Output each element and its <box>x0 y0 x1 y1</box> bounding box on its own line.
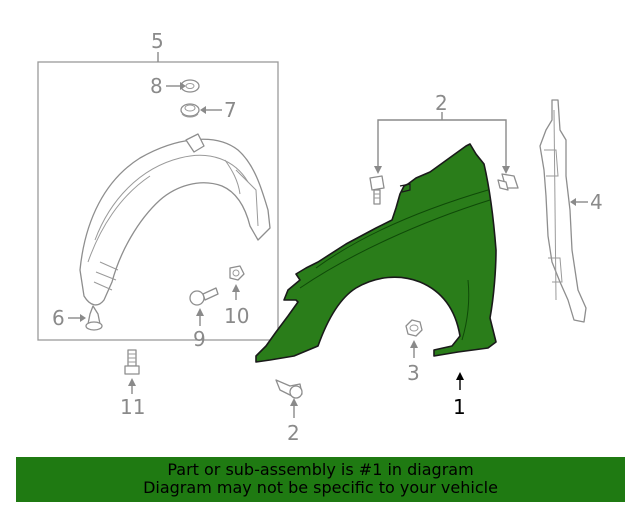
callout-3: 3 <box>407 361 420 385</box>
callout-2b: 2 <box>287 421 300 445</box>
arrow-10-icon <box>232 284 240 292</box>
arrow-2a-left-icon <box>374 166 382 174</box>
arrow-8-icon <box>180 82 186 90</box>
bolt-2-right[interactable] <box>497 173 519 191</box>
callout-5: 5 <box>151 29 164 53</box>
arrow-6-icon <box>80 314 86 322</box>
clip-10[interactable] <box>229 265 245 281</box>
bolt-11[interactable] <box>124 349 140 375</box>
liner-group: 5 8 7 <box>37 29 279 341</box>
arrow-4-icon <box>570 198 576 206</box>
callout-11: 11 <box>120 395 145 419</box>
front-fender-shape[interactable] <box>255 143 497 363</box>
arrow-7-icon <box>200 106 206 114</box>
banner-line-2: Diagram may not be specific to your vehi… <box>143 478 498 497</box>
arrow-2b-icon <box>290 398 298 406</box>
banner-line-1: Part or sub-assembly is #1 in diagram <box>167 460 474 479</box>
bolt-2-left[interactable] <box>369 175 385 205</box>
bolt-2-bottom[interactable] <box>275 379 303 399</box>
clip-6[interactable] <box>85 305 103 331</box>
callout-4: 4 <box>590 190 603 214</box>
arrow-11-icon <box>128 378 136 386</box>
callout-10: 10 <box>224 304 249 328</box>
fender-liner[interactable] <box>79 133 271 306</box>
front-fender[interactable] <box>255 143 497 363</box>
callout-7: 7 <box>224 98 237 122</box>
clip-7[interactable] <box>180 103 200 118</box>
callout-9: 9 <box>193 327 206 351</box>
arrow-1-icon <box>456 372 464 380</box>
parts-diagram: 5 8 7 <box>37 29 603 445</box>
arrow-9-icon <box>196 308 204 316</box>
arrow-2a-right-icon <box>502 166 510 174</box>
info-banner: Part or sub-assembly is #1 in diagram Di… <box>16 457 625 502</box>
arrow-3-icon <box>410 340 418 348</box>
callout-2a: 2 <box>435 91 448 115</box>
callout-1: 1 <box>453 395 466 419</box>
leader-2a <box>377 119 507 166</box>
callout-6: 6 <box>52 306 65 330</box>
nut-3[interactable] <box>405 319 423 337</box>
fender-bracket[interactable] <box>539 99 587 323</box>
callout-8: 8 <box>150 74 163 98</box>
screw-9[interactable] <box>189 287 219 306</box>
